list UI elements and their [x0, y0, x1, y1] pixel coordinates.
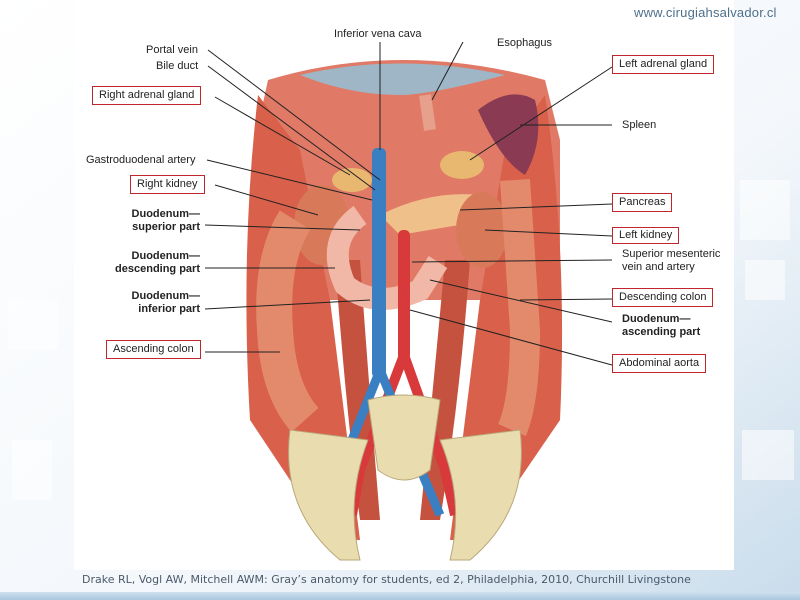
label-esophagus: Esophagus — [497, 37, 553, 49]
pelvis-left — [439, 429, 522, 561]
label-duodenum-ascending: Duodenum— ascending part — [622, 313, 701, 338]
bottom-bar — [0, 592, 800, 600]
left-kidney-organ — [456, 192, 508, 268]
label-right-adrenal-gland: Right adrenal gland — [92, 86, 202, 105]
label-inferior-vena-cava: Inferior vena cava — [334, 28, 422, 40]
figure-citation: Drake RL, Vogl AW, Mitchell AWM: Gray’s … — [82, 573, 691, 586]
label-duodenum-superior: Duodenum— superior part — [131, 208, 200, 233]
abdominal-aorta — [398, 230, 410, 360]
leader-lines — [204, 41, 613, 366]
label-superior-mesenteric: Superior mesenteric vein and artery — [622, 248, 721, 273]
right-abdominal-wall — [246, 95, 360, 540]
label-left-adrenal-gland: Left adrenal gland — [612, 55, 715, 74]
watermark-url: www.cirugiahsalvador.cl — [634, 5, 777, 20]
label-duodenum-descending: Duodenum— descending part — [115, 250, 200, 275]
label-bile-duct: Bile duct — [156, 60, 199, 72]
label-gastroduodenal-artery: Gastroduodenal artery — [86, 154, 196, 166]
sacrum — [367, 394, 441, 481]
label-portal-vein: Portal vein — [146, 44, 198, 56]
esophagus-organ — [419, 94, 436, 131]
label-left-kidney: Left kidney — [612, 227, 680, 244]
label-abdominal-aorta: Abdominal aorta — [612, 354, 707, 373]
diaphragm-tendon — [300, 63, 505, 95]
label-descending-colon: Descending colon — [612, 288, 714, 307]
descending-colon-organ — [498, 179, 541, 436]
ascending-colon-organ — [256, 210, 319, 433]
label-right-kidney: Right kidney — [130, 175, 205, 194]
inferior-vena-cava — [372, 148, 386, 378]
pelvis-right — [288, 429, 369, 561]
label-duodenum-inferior: Duodenum— inferior part — [131, 290, 200, 315]
label-pancreas: Pancreas — [612, 193, 673, 212]
label-spleen: Spleen — [622, 119, 657, 131]
right-adrenal-organ — [332, 168, 372, 192]
left-abdominal-wall — [450, 95, 563, 540]
label-ascending-colon: Ascending colon — [106, 340, 201, 359]
